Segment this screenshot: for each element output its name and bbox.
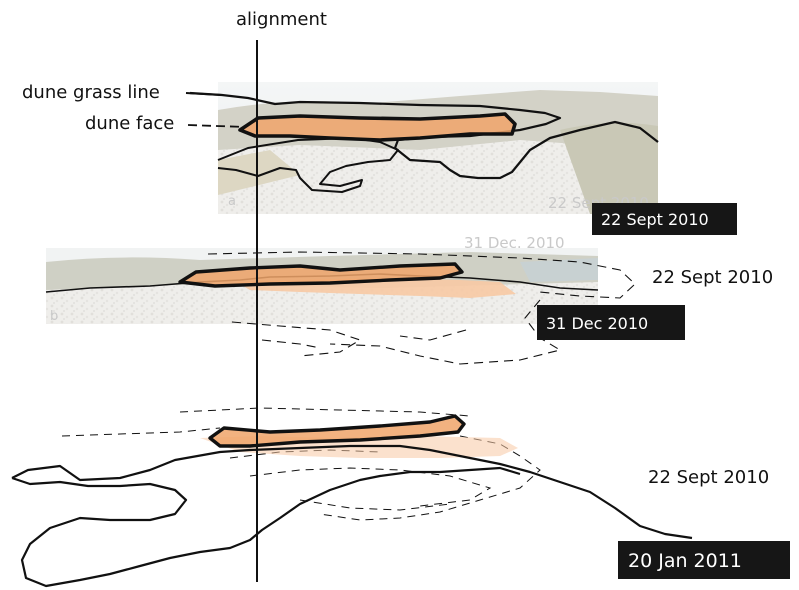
date-tag-1-text: 22 Sept 2010 — [601, 210, 709, 229]
side-label-lower: 22 Sept 2010 — [648, 467, 769, 488]
date-tag-1: 22 Sept 2010 — [592, 203, 737, 235]
photo-b-watermark: 31 Dec. 2010 — [464, 234, 565, 252]
dune-grass-line-label: dune grass line — [22, 82, 160, 103]
photo-b-letter: b — [50, 309, 58, 324]
date-tag-2: 31 Dec 2010 — [537, 305, 685, 340]
alignment-label: alignment — [236, 9, 327, 30]
date-tag-3: 20 Jan 2011 — [618, 541, 790, 579]
grass-line-leader — [186, 93, 222, 95]
date-tag-2-text: 31 Dec 2010 — [546, 314, 648, 333]
side-label-mid: 22 Sept 2010 — [652, 267, 773, 288]
photo-a-letter: a — [228, 194, 236, 209]
dune-face-label: dune face — [85, 113, 174, 134]
date-tag-3-text: 20 Jan 2011 — [628, 550, 742, 572]
shoreline-jan-2011 — [12, 446, 692, 586]
